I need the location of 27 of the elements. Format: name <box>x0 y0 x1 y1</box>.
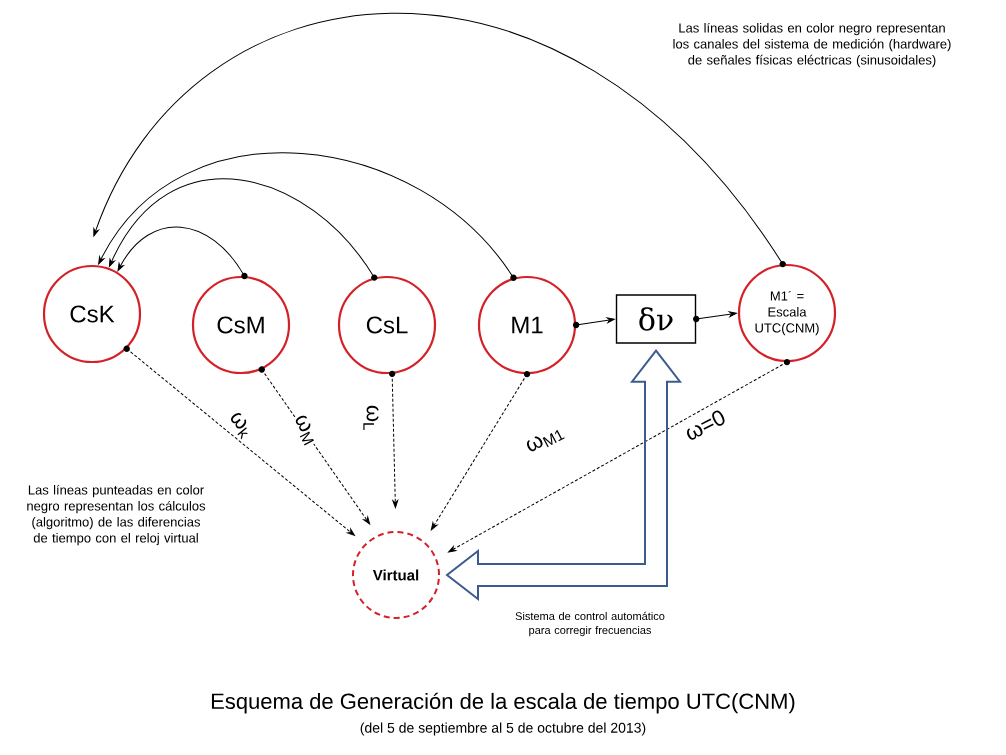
edge-label: ω$_{M}$ <box>289 411 321 449</box>
arrow <box>98 152 514 279</box>
circle-node: CsK <box>42 264 142 364</box>
note-text: Las líneas solidas en color negro representan los canales del sistema de medición (hardware) de señales físicas eléctricas (sinusoidales) <box>673 22 951 68</box>
circle-node: M1´ = Escala UTC(CNM) <box>737 263 837 363</box>
circle-node: CsM <box>191 275 291 375</box>
arrow <box>575 317 615 326</box>
circle-node: CsL <box>337 275 437 375</box>
arrow <box>391 373 399 508</box>
arrow <box>117 226 245 277</box>
process-box: δν <box>615 294 697 344</box>
arrow <box>261 369 371 525</box>
edge-label: ω$_{L}$ <box>362 403 380 433</box>
note-text: Sistema de control automático para corregir frecuencias <box>515 611 665 637</box>
arrow <box>126 348 355 536</box>
edge-label: ω$_{k}$ <box>224 408 256 442</box>
arrow <box>108 178 375 279</box>
hollow-arrow <box>445 349 683 602</box>
arrow <box>448 361 788 553</box>
edge-label: ω=0 <box>681 407 729 443</box>
circle-node: M1 <box>477 275 577 375</box>
edge-label: ω$_{M1}$ <box>522 422 568 458</box>
arrow <box>93 12 784 265</box>
caption: (del 5 de septiembre al 5 de octubre del 2013) <box>360 722 646 736</box>
arrow <box>430 373 528 531</box>
title: Esquema de Generación de la escala de tiempo UTC(CNM) <box>211 692 795 714</box>
note-text: Las líneas punteadas en color negro representan los cálculos (algoritmo) de las diferencias de tiempo con el reloj virtual <box>27 484 206 546</box>
